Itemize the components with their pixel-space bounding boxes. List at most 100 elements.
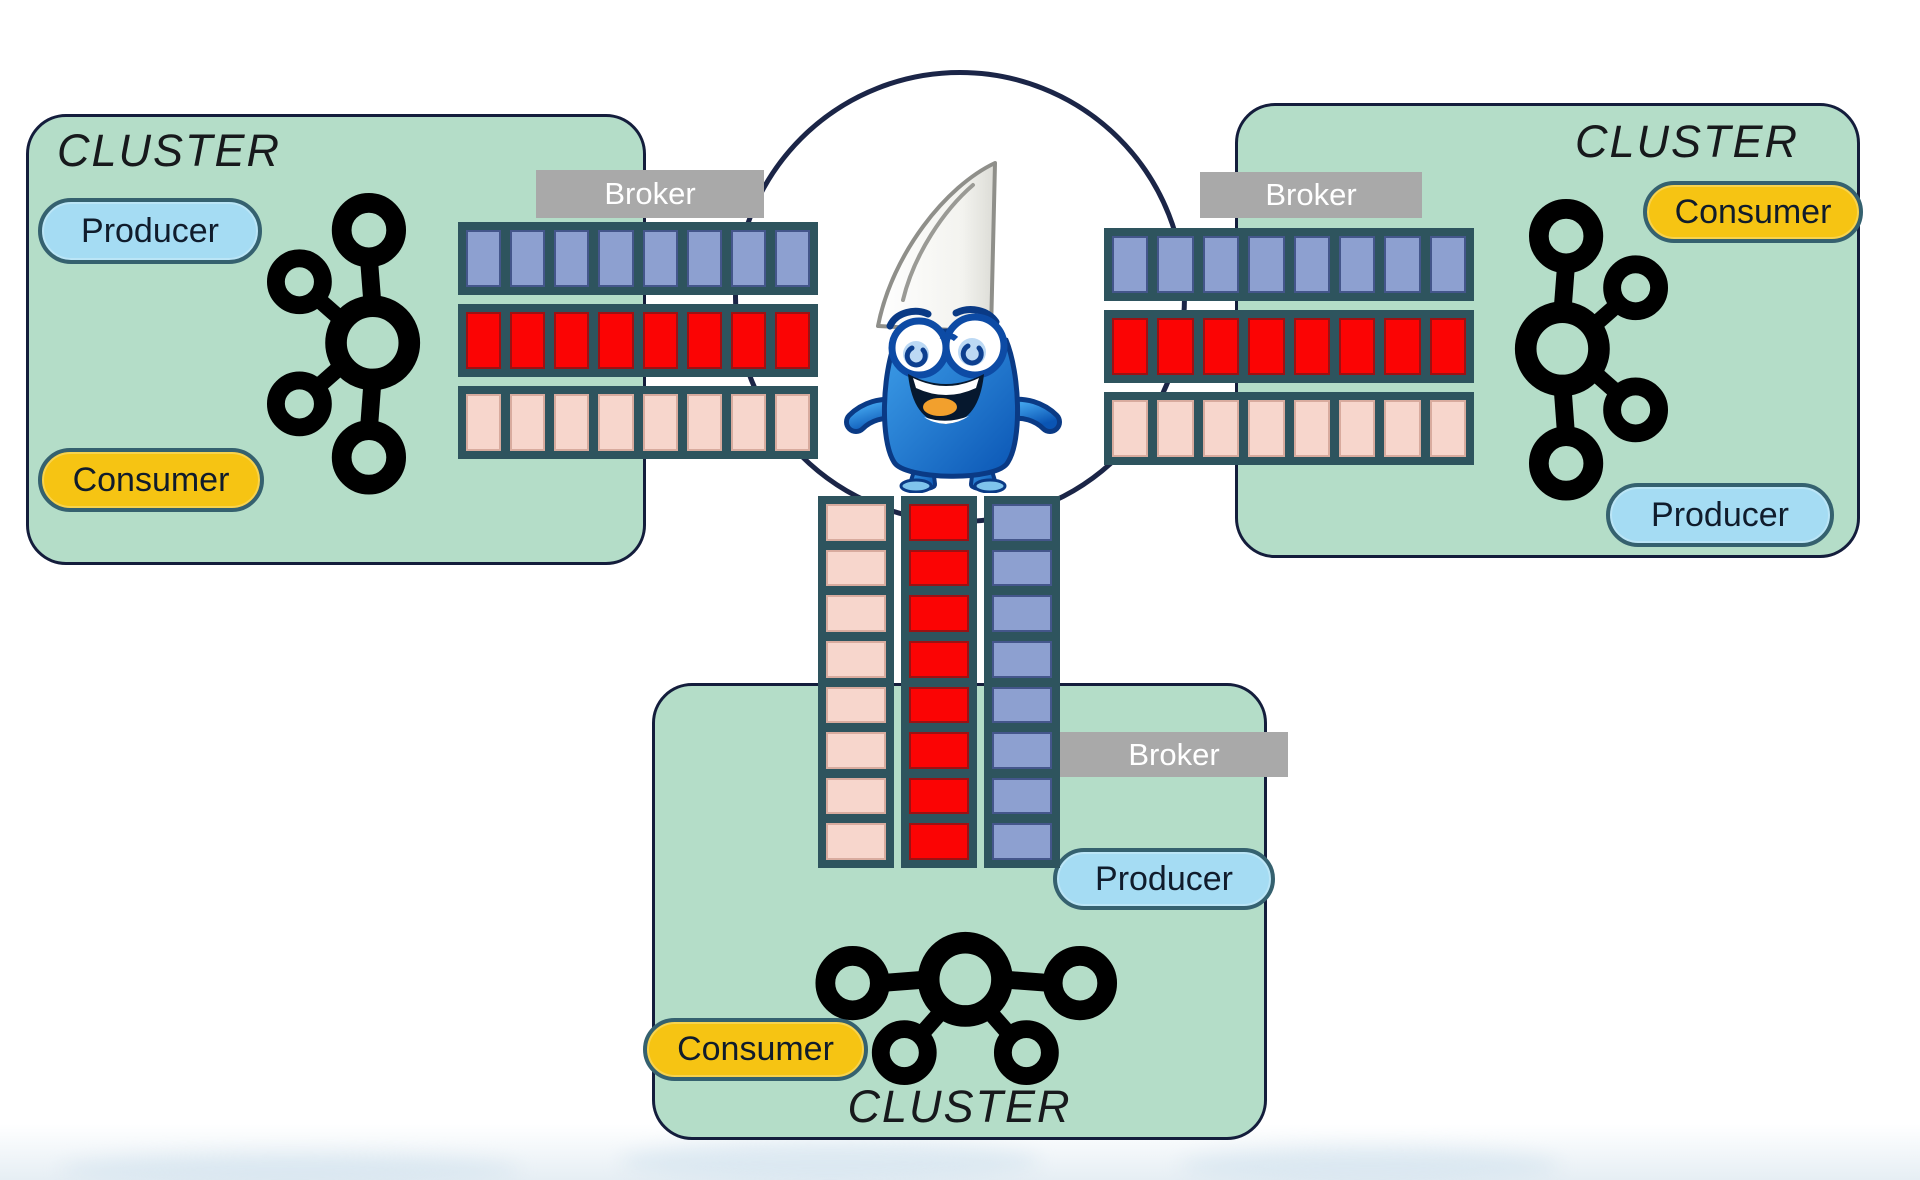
- cluster-bottom-title: CLUSTER: [847, 1081, 1072, 1132]
- partition-cell-pink: [642, 394, 678, 451]
- partition-cell-blue: [992, 777, 1052, 815]
- partition-row-red: [1104, 310, 1474, 383]
- partition-cell-pink: [774, 394, 810, 451]
- partition-cell-red: [909, 777, 969, 815]
- partition-cell-pink: [1248, 400, 1285, 457]
- partition-cell-red: [642, 312, 678, 369]
- partition-cell-red: [730, 312, 766, 369]
- partition-cell-blue: [1202, 236, 1240, 293]
- partition-cell-blue: [992, 686, 1052, 724]
- partition-cell-pink: [598, 394, 634, 451]
- partition-cell-red: [909, 640, 969, 678]
- partition-cell-blue: [642, 230, 678, 287]
- partition-cell-pink: [466, 394, 502, 451]
- partition-cell-blue: [992, 732, 1052, 769]
- consumer-pill-bottom: Consumer: [643, 1018, 868, 1081]
- partition-cell-red: [909, 504, 969, 541]
- broker-label-right-text: Broker: [1265, 177, 1357, 212]
- partition-cell-blue: [992, 595, 1052, 632]
- partition-cell-pink: [1338, 400, 1376, 457]
- consumer-pill-left: Consumer: [38, 448, 264, 512]
- partition-cell-blue: [1112, 236, 1149, 293]
- broker-label-left-text: Broker: [604, 176, 696, 211]
- cluster-right-title: CLUSTER: [1574, 116, 1799, 167]
- kafka-logo-icon: [808, 903, 1118, 1098]
- kafka-mascot-graphic: [844, 161, 1062, 494]
- broker-label-bottom: Broker: [1060, 732, 1288, 777]
- partition-cell-red: [1429, 318, 1466, 375]
- partition-cell-pink: [826, 595, 886, 632]
- broker-label-right: Broker: [1200, 172, 1422, 218]
- partition-cell-blue: [1293, 236, 1330, 293]
- partition-cell-red: [1248, 318, 1285, 375]
- producer-pill-left: Producer: [38, 198, 262, 264]
- partition-cell-pink: [826, 640, 886, 678]
- partition-cell-red: [554, 312, 590, 369]
- partition-cell-pink: [826, 732, 886, 769]
- partition-cell-red: [466, 312, 502, 369]
- partition-cell-blue: [1384, 236, 1421, 293]
- partition-cell-red: [598, 312, 634, 369]
- partition-cell-pink: [826, 504, 886, 541]
- partition-cell-red: [686, 312, 722, 369]
- partition-cell-blue: [1248, 236, 1285, 293]
- partition-cell-pink: [730, 394, 766, 451]
- broker-label-left: Broker: [536, 170, 764, 218]
- consumer-pill-right: Consumer: [1643, 181, 1863, 243]
- producer-pill-right-label: Producer: [1651, 495, 1789, 534]
- partition-cell-pink: [1112, 400, 1149, 457]
- partition-cell-blue: [774, 230, 810, 287]
- partition-cell-red: [1384, 318, 1421, 375]
- partition-row-pink: [458, 386, 818, 459]
- partition-cell-blue: [686, 230, 722, 287]
- partition-cell-blue: [992, 823, 1052, 860]
- partition-cell-pink: [826, 549, 886, 587]
- partition-cell-blue: [554, 230, 590, 287]
- partition-cell-red: [1157, 318, 1194, 375]
- partition-cell-pink: [826, 686, 886, 724]
- partition-cell-blue: [1429, 236, 1466, 293]
- partition-row-blue: [458, 222, 818, 295]
- partition-cell-pink: [1429, 400, 1466, 457]
- consumer-pill-bottom-label: Consumer: [677, 1030, 834, 1068]
- partition-cell-red: [774, 312, 810, 369]
- partition-cell-blue: [1157, 236, 1194, 293]
- producer-pill-right: Producer: [1606, 483, 1834, 547]
- partition-cell-pink: [1157, 400, 1194, 457]
- partition-row-blue: [1104, 228, 1474, 301]
- partition-column-pink: [818, 496, 894, 868]
- consumer-pill-right-label: Consumer: [1674, 192, 1832, 231]
- partition-cell-red: [510, 312, 546, 369]
- partition-cell-red: [909, 823, 969, 860]
- partition-cell-pink: [1202, 400, 1240, 457]
- cluster-left-title: CLUSTER: [57, 125, 282, 176]
- kafka-mascot: [828, 148, 1078, 494]
- partition-cell-pink: [826, 777, 886, 815]
- partition-cell-red: [909, 549, 969, 587]
- consumer-pill-left-label: Consumer: [72, 460, 230, 499]
- partition-columns-bottom: [818, 496, 1060, 868]
- broker-label-bottom-text: Broker: [1128, 736, 1220, 772]
- partition-cell-red: [1202, 318, 1240, 375]
- partition-cell-blue: [1338, 236, 1376, 293]
- partition-cell-blue: [730, 230, 766, 287]
- partition-rows-left: [458, 222, 818, 468]
- partition-cell-red: [1112, 318, 1149, 375]
- producer-pill-bottom-label: Producer: [1095, 859, 1233, 898]
- partition-cell-pink: [510, 394, 546, 451]
- partition-cell-red: [909, 595, 969, 632]
- partition-cell-pink: [1293, 400, 1330, 457]
- partition-cell-blue: [992, 504, 1052, 541]
- partition-cell-pink: [686, 394, 722, 451]
- partition-cell-red: [909, 732, 969, 769]
- partition-cell-pink: [1384, 400, 1421, 457]
- partition-row-pink: [1104, 392, 1474, 465]
- partition-column-red: [901, 496, 977, 868]
- partition-cell-pink: [554, 394, 590, 451]
- partition-column-blue: [984, 496, 1060, 868]
- partition-cell-blue: [992, 549, 1052, 587]
- partition-cell-red: [1338, 318, 1376, 375]
- partition-row-red: [458, 304, 818, 377]
- kafka-logo-icon: [255, 185, 449, 495]
